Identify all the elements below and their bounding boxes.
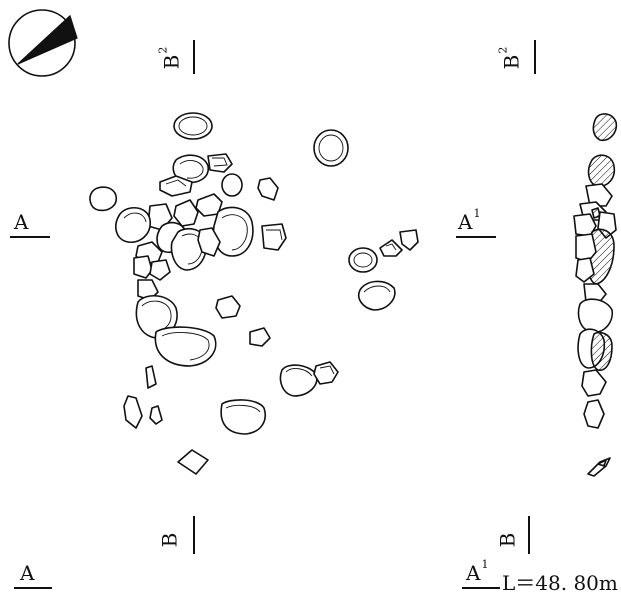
section-label-b2-top-right: B2: [496, 46, 524, 70]
stone: [379, 239, 403, 257]
stone: [197, 227, 221, 257]
stone: [221, 173, 243, 197]
stone: [220, 399, 266, 435]
elevation-label: L＝48. 80m: [502, 571, 618, 595]
stone: [358, 280, 396, 311]
section-line-b2-top-right: [534, 40, 536, 74]
stone: [279, 364, 318, 397]
section-label-a-left: A: [14, 210, 29, 234]
stone: [215, 295, 241, 319]
stone: [257, 177, 279, 201]
section-label-a1-bottom-right: A1: [466, 558, 489, 585]
stone: [149, 259, 171, 281]
section-line-a1-mid: [456, 236, 496, 238]
stone: [149, 405, 163, 425]
stone: [313, 361, 339, 385]
section-line-b-bottom-right: [528, 516, 530, 554]
stone: [115, 207, 151, 244]
stone: [145, 365, 157, 389]
stone: [154, 326, 217, 367]
stone: [592, 113, 618, 142]
stone: [172, 154, 209, 184]
stone: [123, 395, 143, 429]
stone: [587, 457, 611, 477]
stone: [590, 331, 613, 371]
stone: [348, 247, 378, 273]
section-line-b-bottom-left: [193, 516, 195, 554]
stone: [159, 175, 193, 197]
stone: [207, 153, 233, 173]
section-label-a-bottom-left: A: [20, 561, 35, 585]
stone: [133, 255, 153, 279]
stone: [313, 129, 349, 167]
section-line-b2-top-left: [193, 40, 195, 74]
stone: [173, 199, 199, 227]
stone: [249, 327, 271, 347]
stone: [212, 206, 254, 257]
stone-elevation-view: [573, 113, 618, 477]
section-label-b-bottom-left: B: [157, 532, 182, 548]
stone-plan-view: [89, 112, 419, 475]
section-line-a-left: [10, 236, 50, 238]
stone: [177, 449, 209, 475]
stone: [575, 257, 595, 283]
section-label-b-bottom-right: B: [495, 532, 520, 548]
stone: [173, 112, 213, 140]
stone: [89, 186, 118, 212]
section-line-a1-bottom-right: [462, 587, 500, 589]
stone: [583, 399, 605, 429]
section-line-a-bottom-left: [14, 587, 52, 589]
stone: [575, 233, 597, 263]
stone: [587, 154, 616, 188]
north-arrow-icon: [8, 9, 78, 77]
stone: [577, 298, 614, 333]
section-label-b2-top-left: B2: [156, 46, 184, 70]
section-label-a1-mid: A1: [458, 207, 481, 234]
stone: [261, 223, 287, 251]
stone: [399, 229, 419, 251]
stone: [581, 369, 607, 397]
